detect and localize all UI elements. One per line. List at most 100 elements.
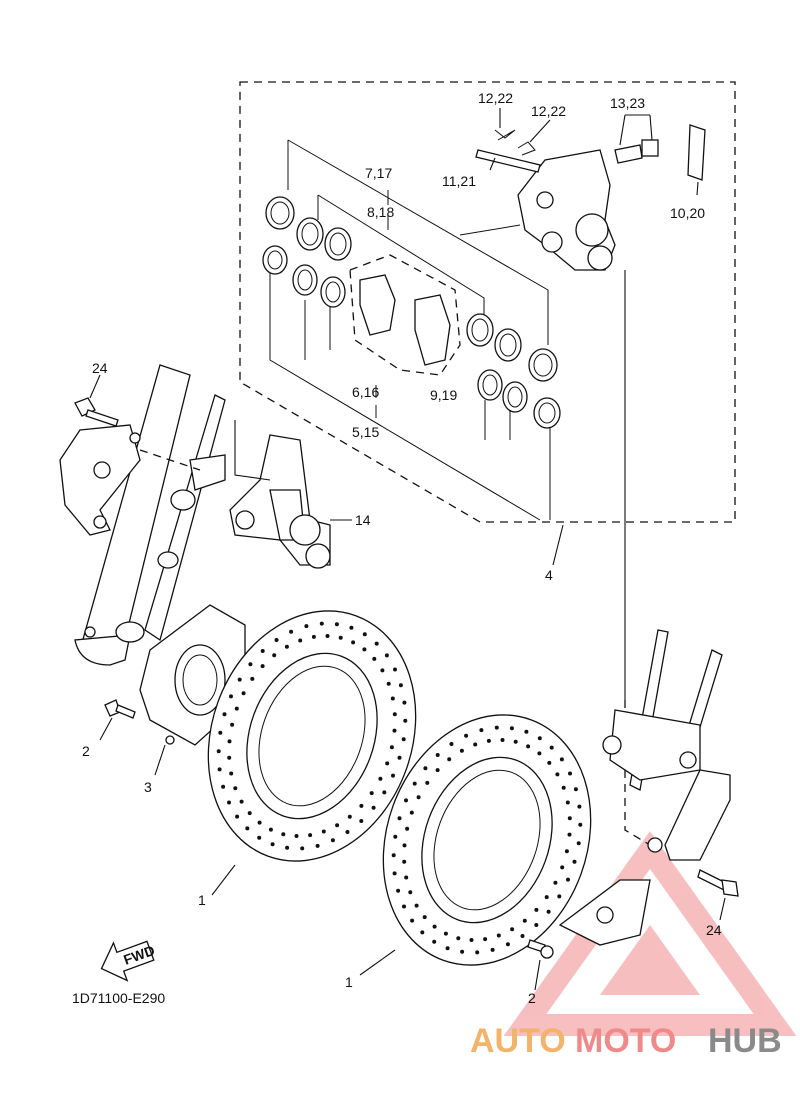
disc-drill-hole <box>402 700 407 705</box>
disc-drill-hole <box>559 757 564 762</box>
disc-drill-hole <box>490 947 495 952</box>
watermark-part2: MOTO <box>575 1022 676 1060</box>
seal-right-3 <box>477 369 503 401</box>
disc-drill-hole <box>386 681 391 686</box>
disc-drill-hole <box>248 662 253 667</box>
disc-drill-hole <box>447 757 452 762</box>
disc-drill-hole <box>402 904 406 909</box>
disc-drill-hole <box>398 683 403 688</box>
disc-drill-hole <box>330 838 335 843</box>
disc-drill-hole <box>300 846 305 851</box>
disc-drill-hole <box>576 841 581 846</box>
seal-upper-2 <box>324 227 352 261</box>
disc-drill-hole <box>401 737 406 742</box>
disc-drill-hole <box>396 888 401 893</box>
disc-drill-hole <box>319 621 324 626</box>
disc-drill-hole <box>526 744 531 749</box>
disc-drill-hole <box>338 635 343 640</box>
callout-12-22-right: 12,22 <box>531 103 566 119</box>
disc-drill-hole <box>216 749 221 754</box>
disc-drill-hole <box>260 664 265 669</box>
disc-drill-hole <box>404 798 408 803</box>
callout-10-20: 10,20 <box>670 205 705 221</box>
disc-drill-hole <box>392 871 397 876</box>
disc-drill-hole <box>443 931 448 936</box>
disc-drill-hole <box>359 819 364 823</box>
callout-8-18: 8,18 <box>367 204 394 220</box>
disc-drill-hole <box>345 830 350 834</box>
front-caliper-14 <box>229 434 331 569</box>
disc-drill-hole <box>496 933 501 938</box>
disc-drill-hole <box>217 767 222 772</box>
disc-drill-hole <box>473 742 478 747</box>
disc-drill-hole <box>397 816 402 821</box>
disc-drill-hole <box>335 823 340 828</box>
disc-drill-hole <box>289 629 294 634</box>
disc-drill-hole <box>560 865 565 870</box>
fork-mount-boss <box>170 454 226 511</box>
disc-drill-hole <box>578 822 583 827</box>
disc-drill-hole <box>229 694 233 699</box>
disc-drill-hole <box>378 776 383 781</box>
piston-upper-left <box>265 196 295 230</box>
diagram-code: 1D71100-E290 <box>72 990 165 1006</box>
brake-pad-9-19 <box>349 254 461 376</box>
callout-24-top: 24 <box>92 360 108 376</box>
callout-9-19: 9,19 <box>430 387 457 403</box>
disc-drill-hole <box>573 787 578 792</box>
brake-disc-right <box>382 714 592 966</box>
callout-1-left: 1 <box>198 892 206 908</box>
disc-drill-hole <box>479 728 484 733</box>
disc-drill-hole <box>435 768 440 773</box>
disc-drill-hole <box>572 859 577 864</box>
callout-4: 4 <box>545 567 553 583</box>
disc-drill-hole <box>390 696 395 701</box>
disc-drill-hole <box>311 634 316 639</box>
disc-drill-hole <box>402 859 407 864</box>
callout-2-right: 2 <box>528 990 536 1006</box>
disc-drill-hole <box>445 946 450 951</box>
disc-drill-hole <box>304 624 309 629</box>
disc-drill-hole <box>250 676 255 681</box>
disc-drill-hole <box>391 853 396 858</box>
disc-drill-hole <box>577 804 582 809</box>
disc-drill-hole <box>229 771 234 776</box>
clip-12-22-right <box>517 141 536 156</box>
disc-drill-hole <box>349 625 354 630</box>
disc-drill-hole <box>260 649 265 653</box>
disc-drill-hole <box>561 785 566 790</box>
disc-drill-hole <box>456 936 461 941</box>
disc-drill-hole <box>435 753 440 757</box>
disc-drill-hole <box>393 667 397 672</box>
disc-drill-hole <box>268 827 273 832</box>
disc-drill-hole <box>547 760 552 765</box>
callout-14: 14 <box>355 512 371 528</box>
disc-drill-hole <box>371 805 376 810</box>
disc-drill-hole <box>237 677 242 682</box>
disc-drill-hole <box>308 833 313 838</box>
disc-drill-hole <box>384 653 389 658</box>
disc-drill-hole <box>408 890 413 895</box>
callout-6-16: 6,16 <box>352 384 379 400</box>
disc-drill-hole <box>239 799 244 804</box>
seal-upper-1 <box>296 217 324 251</box>
piston-mid-left <box>262 245 288 275</box>
brake-disc-right-holes <box>391 725 583 955</box>
disc-drill-hole <box>221 784 226 789</box>
seal-right-2 <box>494 328 522 362</box>
callout-2-left: 2 <box>82 743 90 759</box>
disc-drill-hole <box>362 632 367 637</box>
disc-drill-hole <box>391 773 395 778</box>
disc-drill-hole <box>409 810 414 815</box>
right-caliper-bracket <box>647 769 731 861</box>
disc-drill-hole <box>546 909 551 914</box>
disc-drill-hole <box>362 647 367 652</box>
pad-spring-10-20 <box>687 124 706 181</box>
disc-drill-hole <box>509 726 514 731</box>
disc-drill-hole <box>464 733 469 738</box>
disc-drill-hole <box>284 644 289 649</box>
disc-drill-hole <box>460 949 465 954</box>
piston-right-lower <box>533 397 561 429</box>
disc-drill-hole <box>420 930 425 935</box>
disc-drill-hole <box>567 832 572 837</box>
